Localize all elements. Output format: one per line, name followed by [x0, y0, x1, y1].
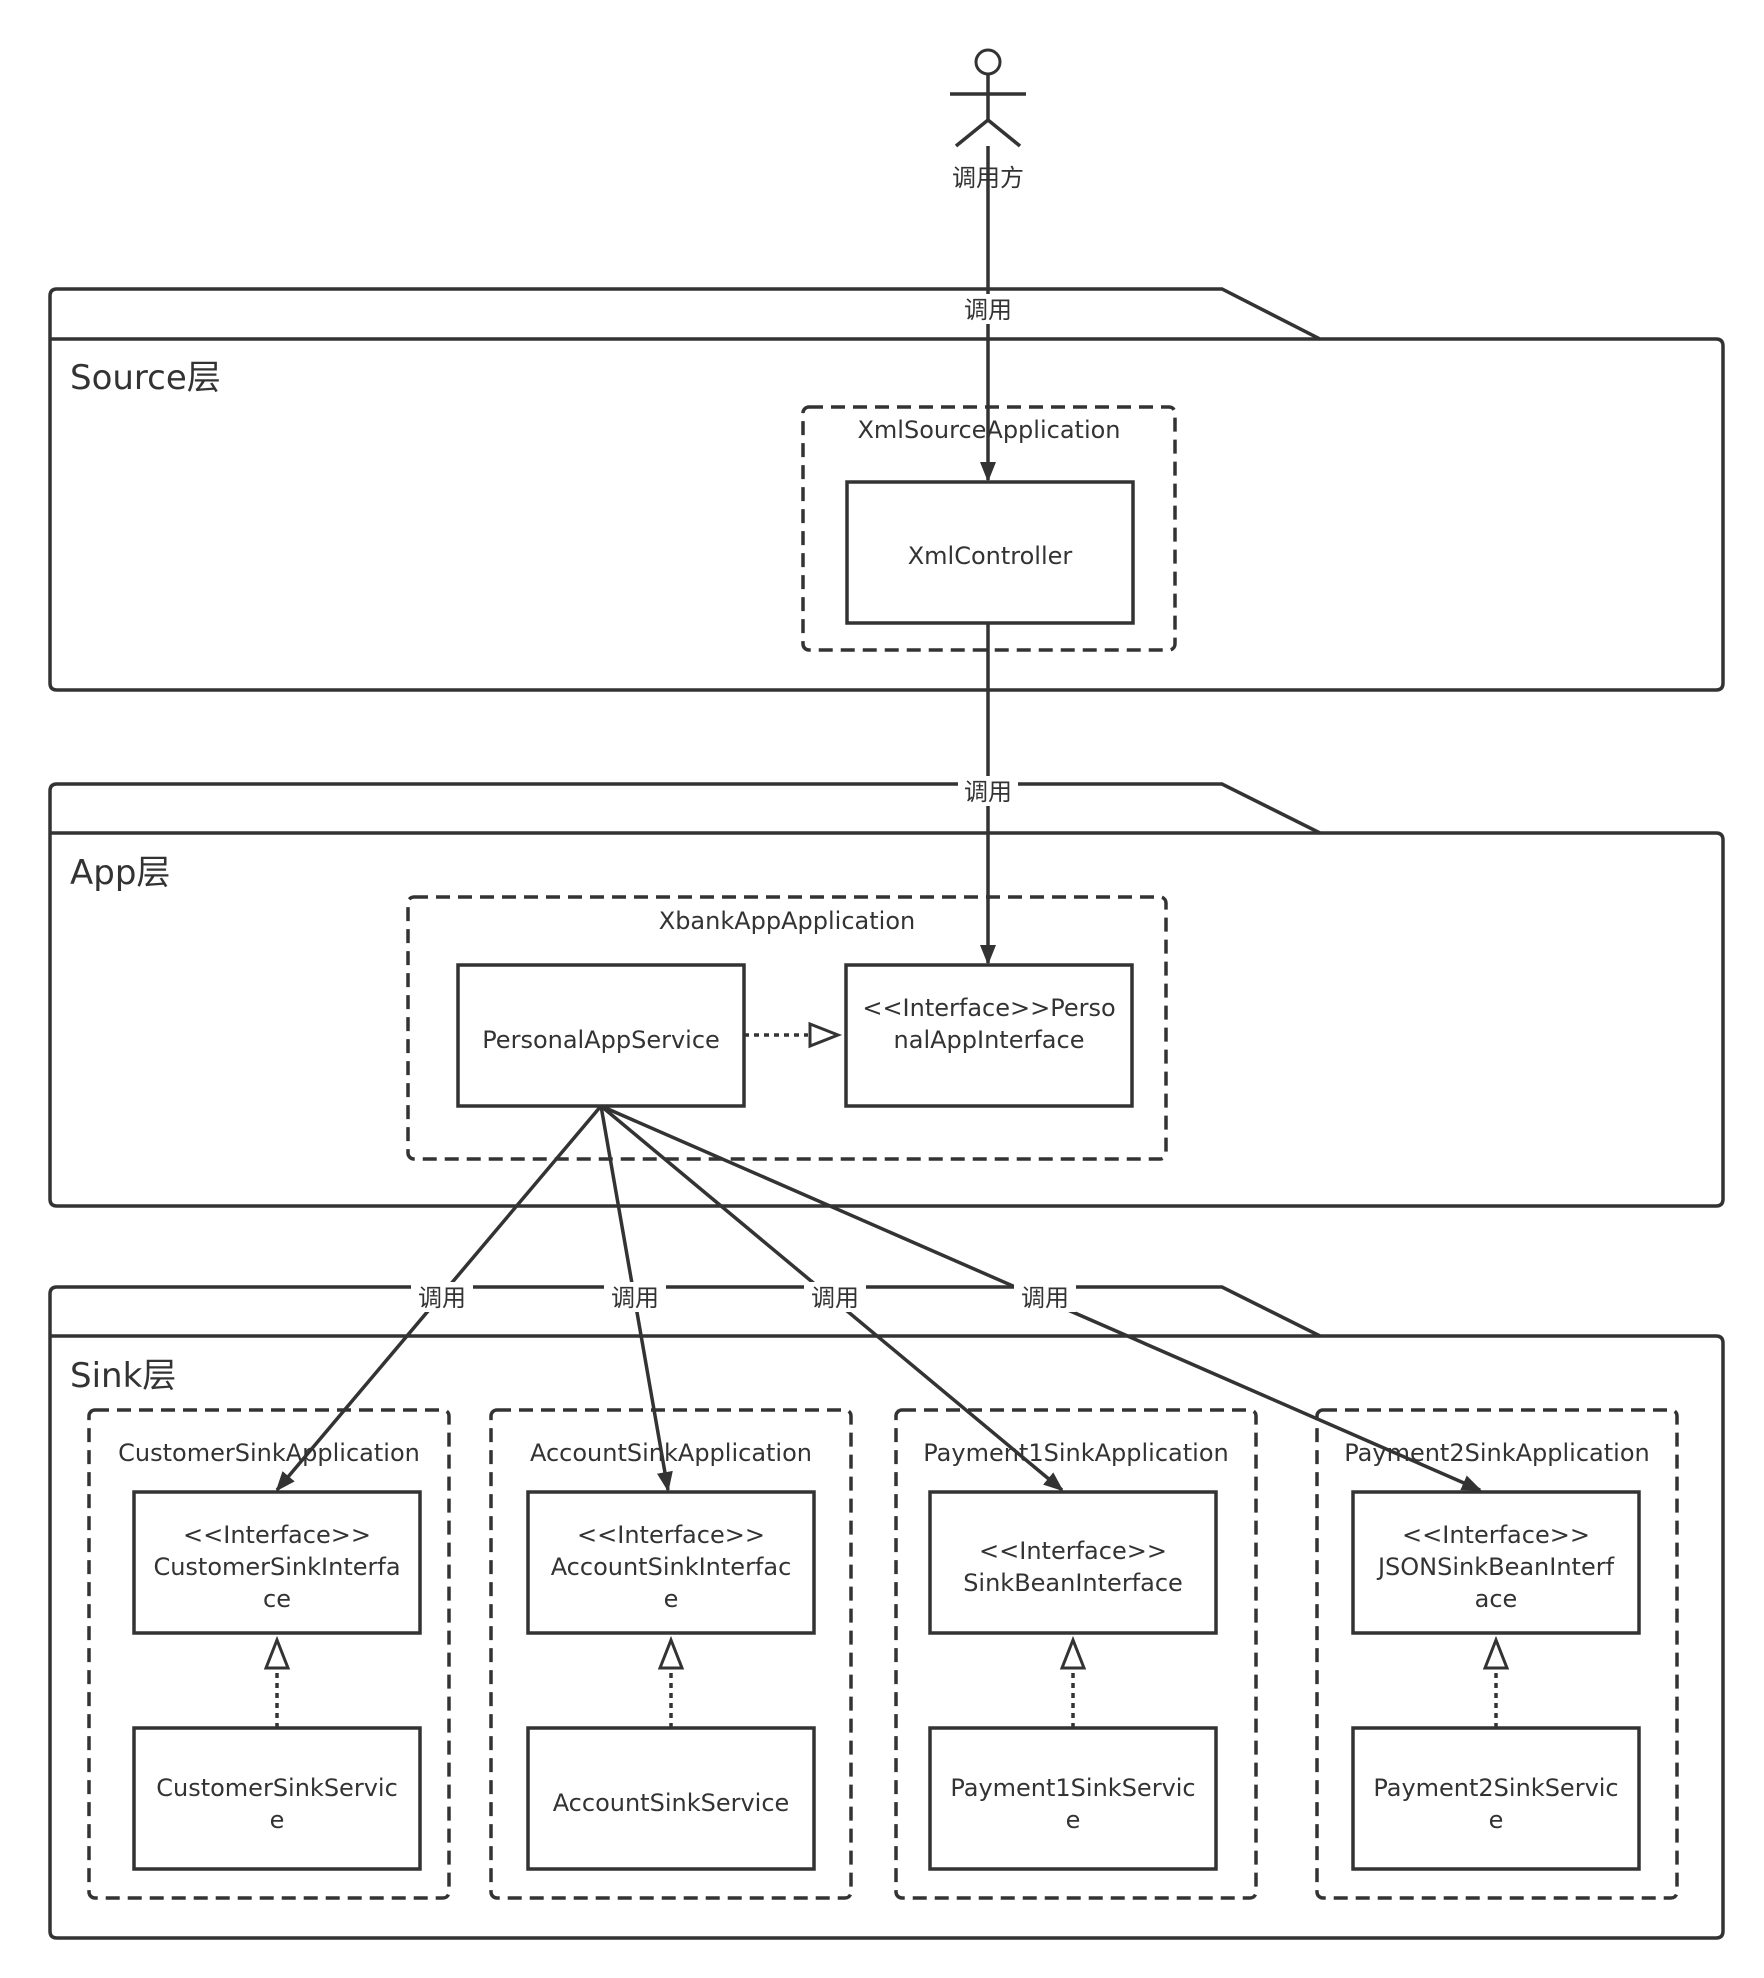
- app-customer-sink: CustomerSinkApplication <<Interface>> Cu…: [87, 1408, 451, 1900]
- payment2-sink-service-line1: Payment2SinkServic: [1373, 1774, 1618, 1802]
- payment1-sink-interface-line1: <<Interface>>: [979, 1537, 1167, 1565]
- payment2-sink-service-box: [1351, 1726, 1641, 1871]
- call-edges: 调用 调用 调用 调用 调用 调用: [275, 146, 1482, 1492]
- account-sink-service-box: [526, 1726, 816, 1871]
- personal-app-interface-label-line2: nalAppInterface: [894, 1026, 1085, 1054]
- payment1-sink-service-line2: e: [1066, 1806, 1081, 1834]
- customer-sink-service-line1: CustomerSinkServic: [156, 1774, 398, 1802]
- app-payment2-sink: Payment2SinkApplication <<Interface>> JS…: [1315, 1408, 1679, 1900]
- account-sink-service-line1: AccountSinkService: [553, 1789, 790, 1817]
- edge-label-payment2-call: 调用: [1021, 1284, 1069, 1312]
- customer-sink-interface-line3: ce: [263, 1585, 291, 1613]
- payment2-sink-interface-line1: <<Interface>>: [1402, 1521, 1590, 1549]
- realization-arrowhead-app: [808, 1021, 843, 1049]
- app-payment1-sink-boundary: [894, 1408, 1258, 1900]
- payment2-sink-service-line2: e: [1489, 1806, 1504, 1834]
- realization-arrowhead-customer: [263, 1635, 291, 1670]
- app-payment1-sink: Payment1SinkApplication <<Interface>> Si…: [894, 1408, 1258, 1900]
- account-sink-interface-line1: <<Interface>>: [577, 1521, 765, 1549]
- package-source-title: Source层: [70, 358, 221, 398]
- personal-app-service-label: PersonalAppService: [482, 1026, 720, 1054]
- customer-sink-interface-box: [132, 1490, 422, 1635]
- customer-sink-interface-line2: CustomerSinkInterfa: [153, 1553, 400, 1581]
- app-payment2-sink-title: Payment2SinkApplication: [1344, 1439, 1649, 1467]
- edge-label-bg-3: [411, 1282, 473, 1312]
- edge-label-account-call: 调用: [611, 1284, 659, 1312]
- actor-head: [974, 48, 1002, 76]
- actor-right-leg: [986, 118, 1022, 148]
- edge-label-bg-2: [958, 776, 1018, 806]
- account-sink-interface-line2: AccountSinkInterfac: [551, 1553, 792, 1581]
- customer-sink-interface-line1: <<Interface>>: [183, 1521, 371, 1549]
- realization-arrowhead-payment1: [1059, 1635, 1087, 1670]
- customer-sink-service-line2: e: [270, 1806, 285, 1834]
- package-sink: Sink层 CustomerSinkApplication <<Interfac…: [48, 1285, 1725, 1940]
- edge-label-bg-4: [604, 1282, 666, 1312]
- edge-label-bg-6: [1014, 1282, 1076, 1312]
- payment2-sink-interface-line3: ace: [1475, 1585, 1518, 1613]
- realization-arrowhead-account: [657, 1635, 685, 1670]
- payment1-sink-service-line1: Payment1SinkServic: [950, 1774, 1195, 1802]
- realization-arrowhead-payment2: [1482, 1635, 1510, 1670]
- app-xbank-boundary: [406, 895, 1168, 1161]
- xml-controller-box: [845, 480, 1135, 625]
- account-sink-interface-box: [526, 1490, 816, 1635]
- actor-left-leg: [954, 118, 990, 148]
- package-app-title: App层: [70, 853, 170, 893]
- package-app: App层 XbankAppApplication PersonalAppServ…: [48, 782, 1725, 1208]
- xml-controller-label: XmlController: [908, 542, 1073, 570]
- edge-label-controller-call: 调用: [964, 778, 1012, 806]
- payment1-sink-service-box: [928, 1726, 1218, 1871]
- package-source: Source层 XmlSourceApplication XmlControll…: [48, 287, 1725, 692]
- personal-app-interface-box: [844, 963, 1134, 1108]
- app-account-sink-title: AccountSinkApplication: [530, 1439, 812, 1467]
- edge-label-actor-call: 调用: [964, 296, 1012, 324]
- app-account-sink-boundary: [489, 1408, 853, 1900]
- customer-sink-service-box: [132, 1726, 422, 1871]
- app-payment1-sink-title: Payment1SinkApplication: [923, 1439, 1228, 1467]
- app-xbank-title: XbankAppApplication: [659, 907, 915, 935]
- account-sink-interface-line3: e: [664, 1585, 679, 1613]
- edge-label-bg-5: [804, 1282, 866, 1312]
- app-customer-sink-title: CustomerSinkApplication: [118, 1439, 420, 1467]
- payment2-sink-interface-box: [1351, 1490, 1641, 1635]
- app-account-sink: AccountSinkApplication <<Interface>> Acc…: [489, 1408, 853, 1900]
- edge-label-bg-1: [958, 294, 1018, 324]
- app-payment2-sink-boundary: [1315, 1408, 1679, 1900]
- payment1-sink-interface-box: [928, 1490, 1218, 1635]
- edge-label-payment1-call: 调用: [811, 1284, 859, 1312]
- package-sink-frame: [48, 1285, 1725, 1940]
- personal-app-interface-label-line1: <<Interface>>Perso: [862, 994, 1115, 1022]
- package-sink-title: Sink层: [70, 1356, 176, 1396]
- payment1-sink-interface-line2: SinkBeanInterface: [963, 1569, 1183, 1597]
- edge-label-customer-call: 调用: [418, 1284, 466, 1312]
- payment2-sink-interface-line2: JSONSinkBeanInterf: [1376, 1553, 1615, 1581]
- app-customer-sink-boundary: [87, 1408, 451, 1900]
